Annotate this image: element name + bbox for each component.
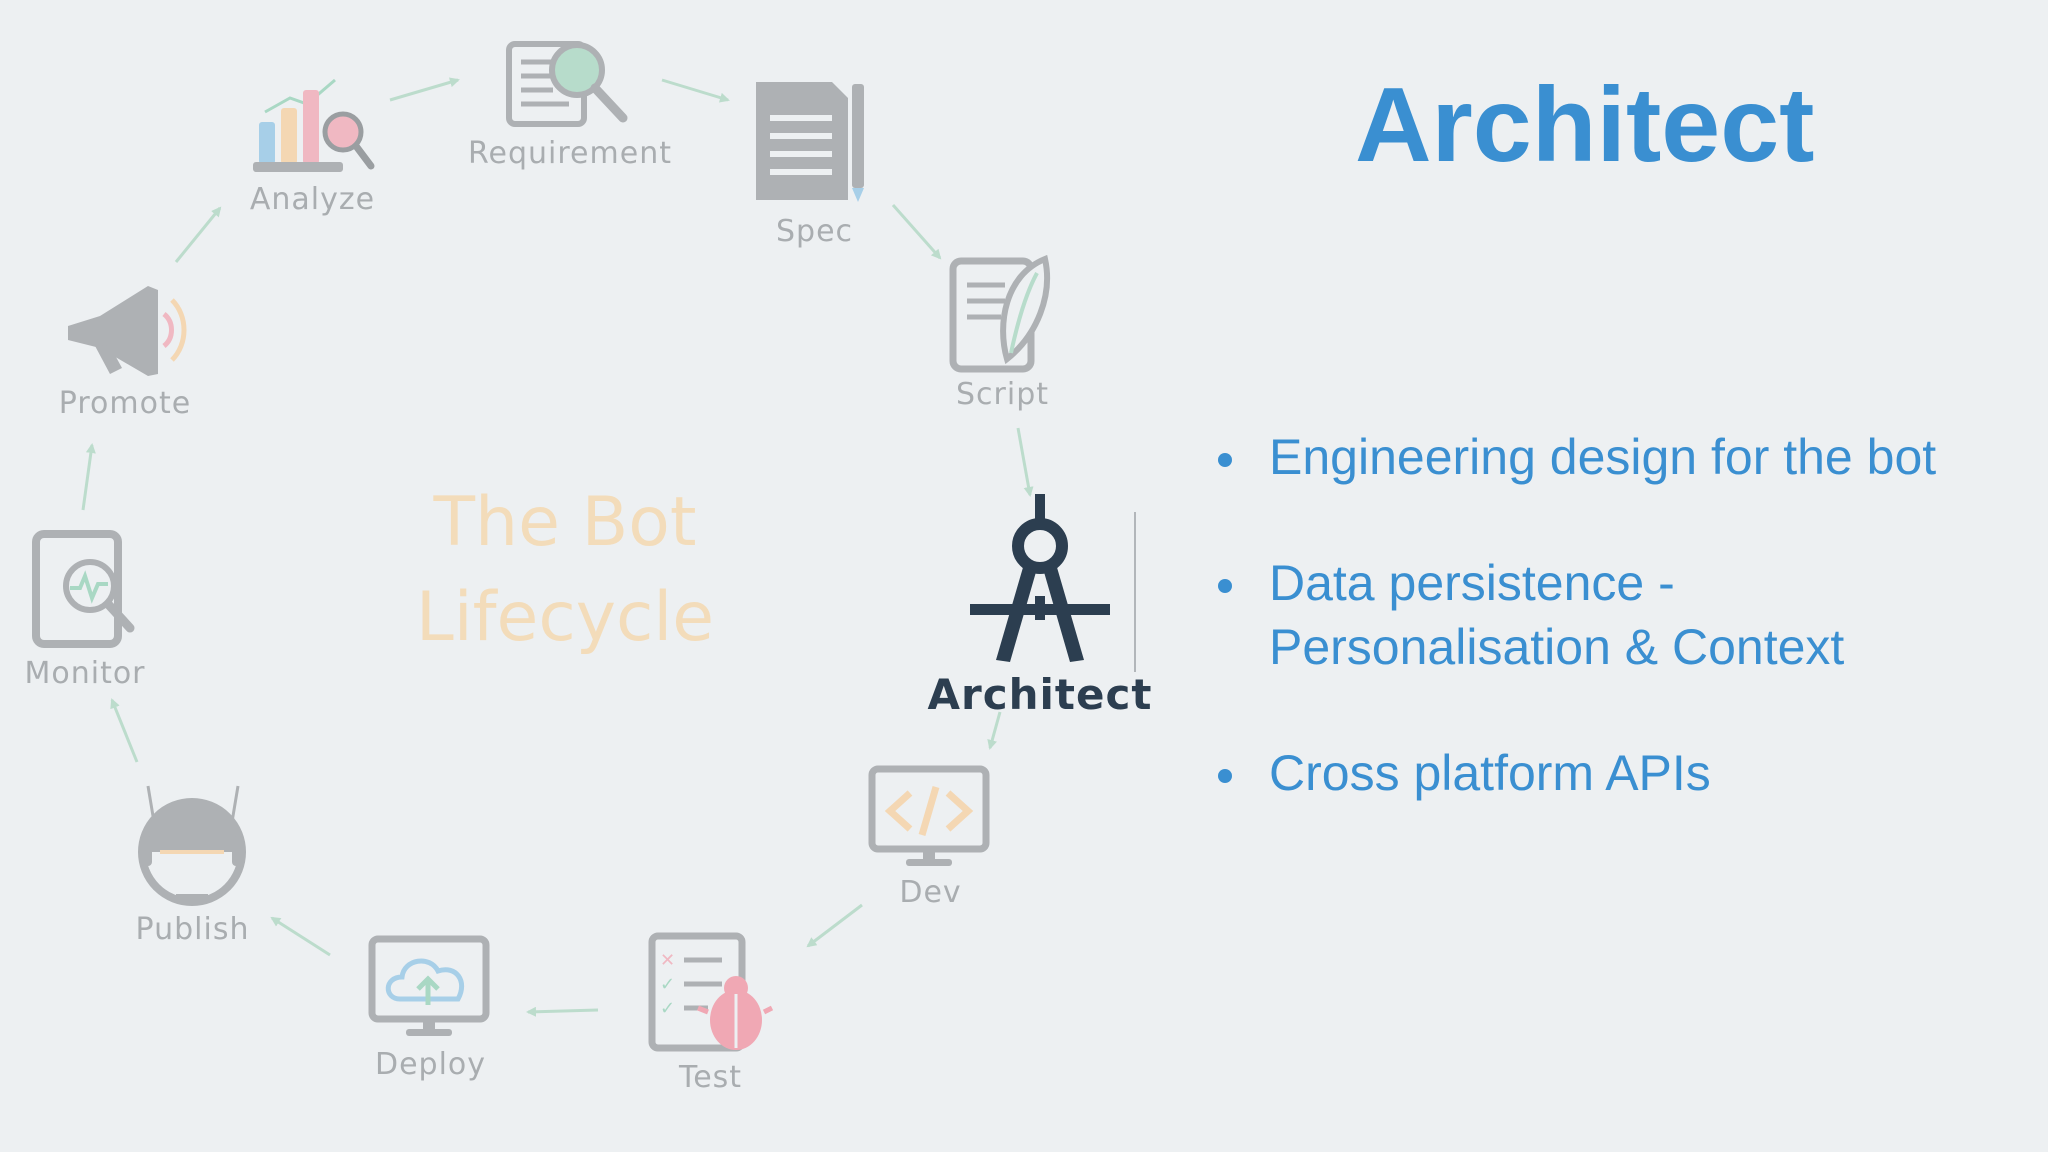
label-script: Script: [955, 377, 1050, 412]
robot-head-icon: [138, 785, 246, 906]
arrow-requirement-spec: [661, 78, 730, 103]
bullet-text: Engineering design for the bot: [1269, 429, 1937, 485]
label-publish: Publish: [135, 912, 250, 947]
bot-lifecycle-line1: The Bot: [433, 483, 697, 562]
cloud-upload-icon: [368, 935, 490, 1036]
bullet-item: Cross platform APIs: [1215, 741, 1975, 805]
svg-text:✕: ✕: [660, 950, 675, 971]
bot-lifecycle-label: The Bot Lifecycle: [380, 475, 750, 665]
bullet-text: Data persistence - Personalisation & Con…: [1269, 555, 1845, 675]
label-dev: Dev: [899, 875, 962, 910]
node-analyze: Analyze: [245, 70, 380, 220]
arrow-architect-dev: [987, 711, 1002, 750]
label-monitor: Monitor: [24, 656, 146, 691]
compass-icon: [970, 494, 1136, 672]
bullet-item: Engineering design for the bot: [1215, 425, 1975, 489]
bullet-dot: [1218, 579, 1232, 593]
arrow-publish-monitor: [110, 698, 139, 763]
bullet-dot: [1218, 769, 1232, 783]
label-promote: Promote: [58, 386, 192, 421]
node-script: Script: [945, 255, 1060, 420]
node-dev: Dev: [868, 765, 993, 915]
svg-text:✓: ✓: [660, 998, 675, 1019]
label-requirement: Requirement: [468, 136, 672, 171]
arrow-monitor-promote: [81, 443, 96, 511]
node-publish: Publish: [130, 782, 255, 952]
node-architect: Architect: [928, 492, 1151, 722]
label-analyze: Analyze: [249, 182, 376, 217]
bullet-list: Engineering design for the bot Data pers…: [1215, 425, 1975, 867]
arrow-dev-test: [806, 903, 863, 948]
node-promote: Promote: [58, 278, 192, 428]
arrow-deploy-publish: [270, 916, 331, 957]
arrow-promote-analyze: [174, 206, 222, 263]
arrow-test-deploy: [526, 1006, 599, 1017]
label-architect: Architect: [927, 670, 1153, 719]
arrow-script-architect: [1016, 427, 1034, 497]
svg-text:✓: ✓: [660, 974, 675, 995]
bullet-item: Data persistence - Personalisation & Con…: [1215, 551, 1975, 679]
arrow-spec-script: [891, 204, 942, 260]
test-bug-icon: ✕ ✓ ✓: [648, 932, 773, 1052]
label-deploy: Deploy: [374, 1047, 487, 1082]
node-spec: Spec: [752, 78, 877, 253]
arrow-analyze-requirement: [389, 77, 460, 102]
bot-lifecycle-line2: Lifecycle: [415, 578, 715, 657]
label-spec: Spec: [775, 214, 854, 249]
bullet-dot: [1218, 453, 1232, 467]
node-requirement: Requirement: [468, 38, 671, 178]
label-test: Test: [678, 1060, 743, 1095]
tablet-analytics-icon: [32, 530, 135, 648]
code-monitor-icon: [868, 765, 990, 866]
analyze-icon: [253, 78, 375, 172]
bullet-text: Cross platform APIs: [1269, 745, 1711, 801]
spec-icon: [756, 82, 864, 202]
requirement-icon: [506, 41, 628, 127]
slide-title: Architect: [1355, 66, 1815, 184]
node-monitor: Monitor: [24, 528, 145, 698]
megaphone-icon: [68, 286, 187, 376]
node-test: ✕ ✓ ✓ Test: [648, 932, 773, 1102]
node-deploy: Deploy: [368, 935, 493, 1090]
script-icon: [949, 255, 1051, 373]
